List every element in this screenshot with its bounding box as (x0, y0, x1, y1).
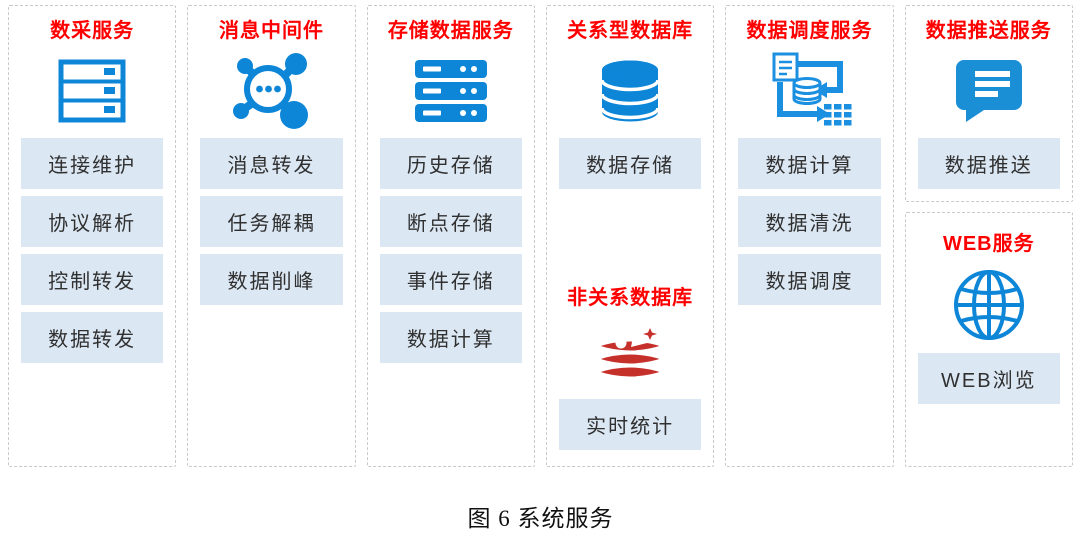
server-cabinet-icon (21, 44, 163, 138)
figure-caption: 图 6 系统服务 (467, 506, 614, 531)
message-hub-icon (200, 44, 342, 138)
service-item: 数据削峰 (200, 254, 343, 305)
chat-message-icon (918, 44, 1060, 138)
service-box-web: WEB服务 WEB浏览 (904, 212, 1073, 467)
service-item: 数据计算 (379, 312, 522, 363)
database-cylinder-icon (559, 44, 701, 138)
service-item: 任务解耦 (200, 196, 343, 247)
service-box-data-push: 数据推送服务 数据推送 (904, 5, 1073, 202)
service-title: 消息中间件 (218, 20, 324, 42)
service-item: WEB浏览 (917, 353, 1060, 404)
service-item: 数据转发 (21, 312, 164, 363)
service-item: 连接维护 (21, 138, 164, 189)
service-title: WEB服务 (942, 233, 1035, 255)
service-item: 数据存储 (558, 138, 702, 189)
service-title: 非关系数据库 (567, 287, 694, 309)
service-item: 数据清洗 (738, 196, 881, 247)
service-box-storage-data: 存储数据服务 历史存储 断点存储 事件存储 (366, 5, 535, 467)
service-item: 协议解析 (21, 196, 164, 247)
service-item: 控制转发 (21, 254, 164, 305)
service-item: 断点存储 (379, 196, 522, 247)
service-box-data-collection: 数采服务 连接维护 协议解析 控制转发 数据转发 (8, 5, 177, 467)
service-item: 数据计算 (738, 138, 881, 189)
service-title: 数采服务 (50, 20, 135, 42)
service-title: 数据推送服务 (925, 20, 1052, 42)
service-title: 存储数据服务 (387, 20, 514, 42)
system-services-diagram: 数采服务 连接维护 协议解析 控制转发 数据转发 消息中间件 (8, 5, 1073, 467)
service-title: 数据调度服务 (746, 20, 873, 42)
service-item: 数据调度 (738, 254, 881, 305)
data-etl-icon (738, 44, 880, 138)
service-box-message-middleware: 消息中间件 (187, 5, 356, 467)
service-item: 历史存储 (379, 138, 522, 189)
service-item: 消息转发 (200, 138, 343, 189)
globe-icon (918, 257, 1060, 353)
service-box-data-scheduling: 数据调度服务 (725, 5, 894, 467)
service-item: 事件存储 (379, 254, 522, 305)
service-item: 实时统计 (558, 399, 702, 450)
service-box-databases: 关系型数据库 数据存储 非关系数据库 (545, 5, 715, 467)
service-item: 数据推送 (917, 138, 1060, 189)
server-rack-icon (380, 44, 522, 138)
service-title: 关系型数据库 (567, 20, 694, 42)
redis-icon (559, 327, 701, 387)
